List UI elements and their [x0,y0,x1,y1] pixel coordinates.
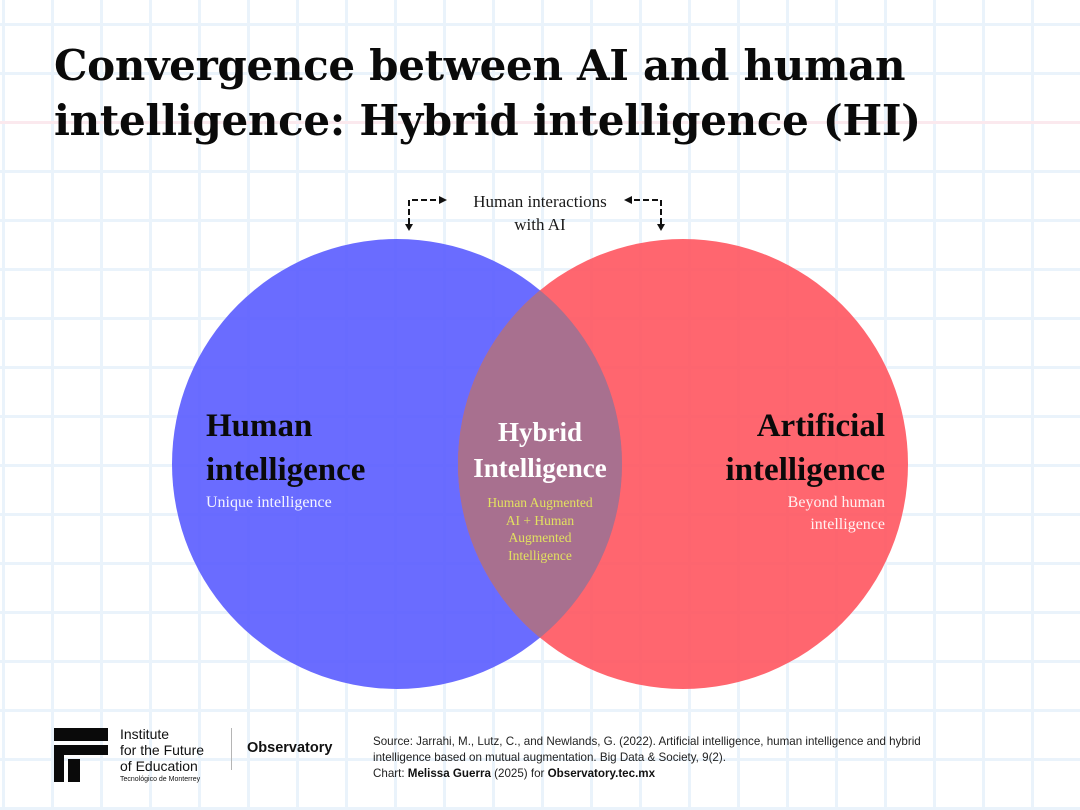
hybrid-desc-line-3: Augmented [508,530,572,545]
hybrid-description: Human Augmented AI + Human Augmented Int… [455,494,625,564]
ai-subtitle-line-1: Beyond human [787,494,885,511]
chart-year: (2025) for [490,767,548,780]
human-subtitle: Unique intelligence [206,494,332,511]
dashed-elbow-arrow-left-icon [624,196,665,231]
institute-line-1: Institute [120,726,170,742]
source-citation: Source: Jarrahi, M., Lutz, C., and Newla… [373,734,1033,782]
hybrid-desc-line-4: Intelligence [508,547,572,563]
human-title-line-1: Human [206,408,313,444]
interactions-line-2: with AI [514,215,566,234]
title-line-1: Convergence between AI and human [54,41,906,90]
ai-title-line-2: intelligence [725,452,885,488]
source-line-2: intelligence based on mutual augmentatio… [373,751,726,764]
chart-prefix: Chart: [373,767,408,780]
hybrid-intelligence-overlap [458,239,622,689]
footer-divider [231,728,232,770]
chart-author: Melissa Guerra [407,767,491,780]
human-interactions-label: Human interactions with AI [440,190,640,236]
hybrid-desc-line-2: AI + Human [505,512,575,528]
title-line-2: intelligence: Hybrid intelligence (HI) [54,96,921,145]
page-title: Convergence between AI and human intelli… [54,38,954,148]
chart-site: Observatory.tec.mx [547,767,656,780]
institute-line-3: of Education [120,758,198,774]
ai-subtitle-line-2: intelligence [810,516,885,533]
source-line-1: Source: Jarrahi, M., Lutz, C., and Newla… [373,735,921,748]
ai-title-line-1: Artificial [756,408,885,444]
institute-logo-icon [54,728,108,782]
hybrid-desc-line-1: Human Augmented [487,495,593,510]
hybrid-title-line-2: Intelligence [473,453,607,483]
institute-name: Institute for the Future of Education Te… [120,726,204,785]
institute-line-2: for the Future [120,742,205,758]
observatory-label: Observatory [247,740,333,756]
artificial-intelligence-label: Artificial intelligence Beyond human int… [660,404,885,536]
hybrid-intelligence-label: Hybrid Intelligence Human Augmented AI +… [455,414,625,564]
dashed-elbow-arrow-right-icon [405,196,447,231]
interactions-line-1: Human interactions [473,192,607,211]
institute-subtitle: Tecnológico de Monterrey [120,776,201,783]
human-intelligence-label: Human intelligence Unique intelligence [206,404,365,514]
chart-credit: Chart: Melissa Guerra (2025) for Observa… [373,766,1033,782]
decorative-rule [0,121,1080,124]
human-title-line-2: intelligence [206,452,366,488]
hybrid-title-line-1: Hybrid [497,417,583,447]
